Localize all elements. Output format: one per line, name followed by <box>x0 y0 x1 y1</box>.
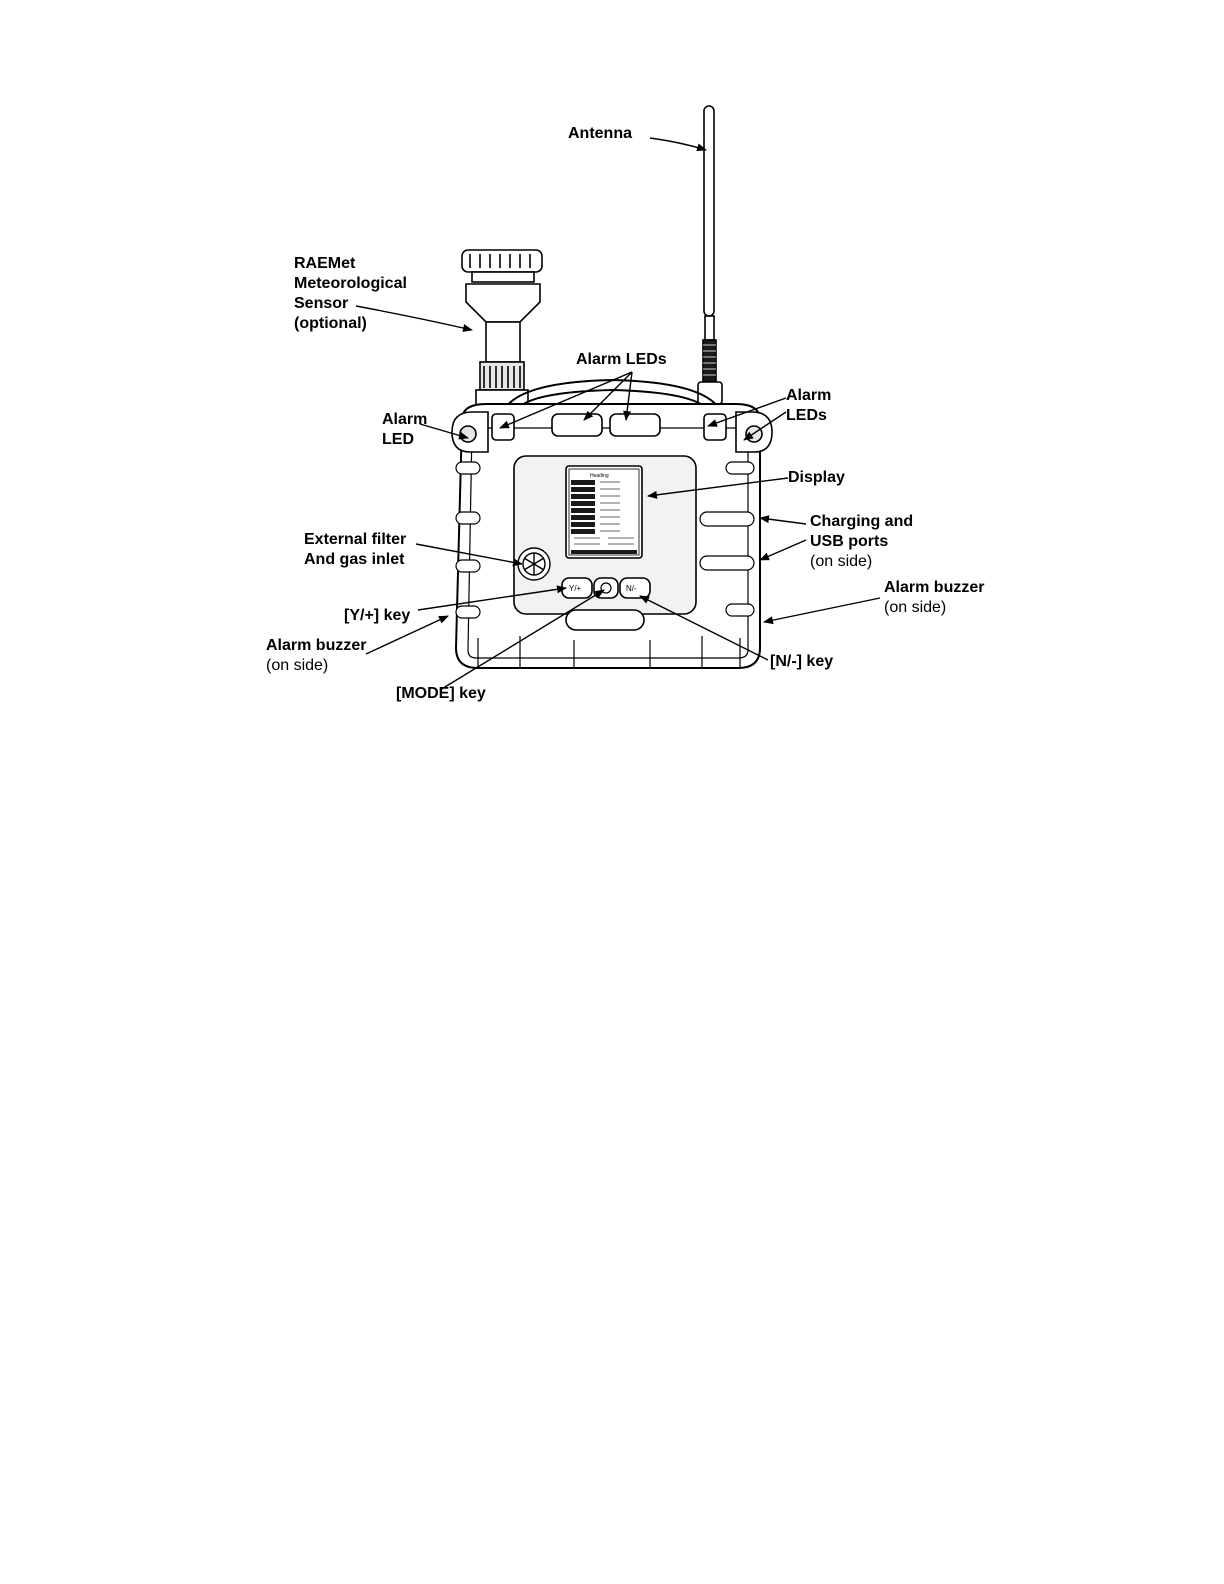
label-display: Display <box>788 468 845 488</box>
gas-inlet <box>518 548 550 580</box>
label-charging-usb: Charging and USB ports (on side) <box>810 512 913 572</box>
label-antenna: Antenna <box>568 124 632 144</box>
label-alarm-leds-right: Alarm LEDs <box>786 386 831 426</box>
display-screen: Heading <box>566 466 642 558</box>
raemet-sensor <box>462 250 542 406</box>
svg-text:Y/+: Y/+ <box>569 584 582 593</box>
label-alarm-buzzer-left: Alarm buzzer (on side) <box>266 636 366 676</box>
mode-key[interactable] <box>594 578 618 598</box>
arrow-charging-2 <box>760 540 806 560</box>
arrow-antenna <box>650 138 706 150</box>
antenna <box>698 106 722 404</box>
label-n-key: [N/-] key <box>770 652 833 672</box>
arrow-buzzer-right <box>764 598 880 622</box>
screen-title: Heading <box>590 473 609 479</box>
label-alarm-leds-top: Alarm LEDs <box>576 350 667 370</box>
label-raemet: RAEMet Meteorological Sensor (optional) <box>294 254 407 334</box>
label-external-filter: External filter And gas inlet <box>304 530 406 570</box>
label-alarm-buzzer-right: Alarm buzzer (on side) <box>884 578 984 618</box>
label-mode-key: [MODE] key <box>396 684 486 704</box>
label-y-key: [Y/+] key <box>344 606 410 626</box>
svg-text:N/-: N/- <box>626 584 637 593</box>
arrow-charging <box>760 518 806 524</box>
label-alarm-led-left: Alarm LED <box>382 410 427 450</box>
bottom-slot <box>566 610 644 630</box>
antenna-coil <box>703 340 716 382</box>
n-key[interactable]: N/- <box>620 578 650 598</box>
y-key[interactable]: Y/+ <box>562 578 592 598</box>
